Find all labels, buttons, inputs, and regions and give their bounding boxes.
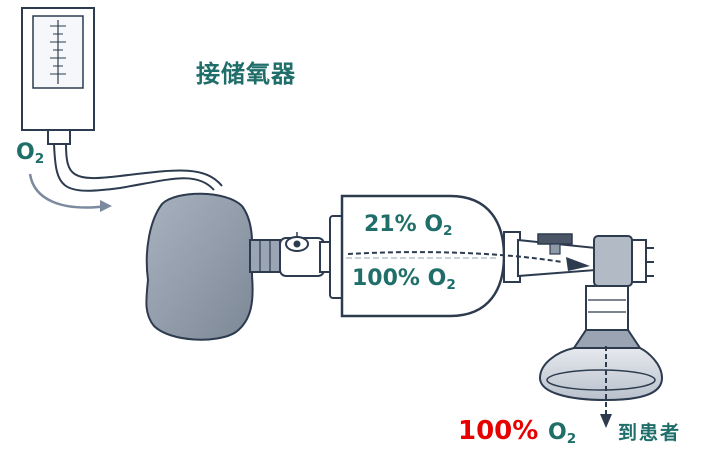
source-o2-main: O [16, 140, 35, 165]
source-o2-label: O2 [16, 142, 44, 167]
output-o2-sub: 2 [566, 431, 577, 448]
internal-flow-arrow [347, 251, 590, 271]
patient-outflow-arrow [600, 346, 612, 428]
patient-valve [517, 233, 654, 331]
output-o2-label: O2 [548, 422, 576, 447]
flow-top-sub: 2 [443, 223, 453, 240]
oxygen-flowmeter [21, 7, 95, 145]
resuscitator-bag [329, 194, 521, 318]
flow-bottom-main: 100% O [352, 266, 447, 291]
flow-bottom-sub: 2 [446, 277, 456, 294]
flow-top-label: 21% O2 [364, 214, 453, 239]
output-percent-label: 100% [458, 416, 539, 446]
face-mask [538, 329, 664, 402]
flow-top-main: 21% O [364, 212, 444, 237]
oxygen-tubing [53, 143, 223, 192]
flow-bottom-label: 100% O2 [352, 268, 456, 293]
to-patient-label: 到患者 [618, 422, 682, 444]
oxygen-inflow-arrow [28, 173, 112, 212]
output-o2-main: O [548, 420, 567, 445]
source-o2-sub: 2 [34, 151, 45, 168]
reservoir-title: 接储氧器 [196, 60, 296, 88]
reservoir-valve [279, 232, 333, 277]
reservoir-bag [145, 192, 281, 341]
